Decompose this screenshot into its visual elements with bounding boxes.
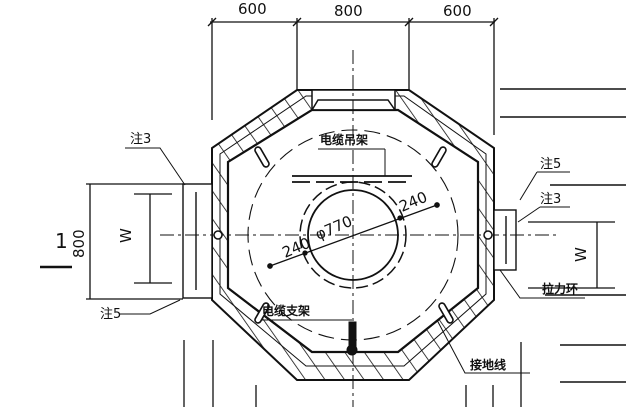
label-grounding-wire: 接地线: [470, 357, 506, 372]
left-dimension: [86, 183, 183, 300]
dim-left-height: 800: [70, 229, 88, 258]
dim-top-right: 600: [443, 2, 472, 20]
right-reference-lines: [500, 88, 626, 383]
label-note5-left: 注5: [100, 307, 121, 322]
dim-top-middle: 800: [334, 2, 363, 20]
right-dimension: [528, 221, 615, 289]
cable-hanger: [292, 148, 412, 183]
right-opening: [493, 209, 517, 271]
dim-left-opening: W: [117, 228, 135, 243]
label-note5-right: 注5: [540, 157, 561, 172]
top-dimension: [207, 17, 499, 135]
grounding-points: [213, 230, 493, 356]
center-lines: [160, 50, 560, 407]
cable-brackets: [254, 146, 454, 324]
bottom-reference-lines: [183, 340, 522, 407]
note-leaders: [120, 147, 585, 374]
left-opening: [182, 183, 213, 299]
label-note3-left: 注3: [130, 132, 151, 147]
label-cable-bracket: 电缆支架: [262, 303, 310, 318]
section-mark-number: 1: [55, 229, 68, 253]
circle-diameter-dimension: [267, 202, 440, 269]
label-pulling-ring: 拉力环: [542, 281, 578, 296]
dim-top-left: 600: [238, 0, 267, 18]
label-cable-hanger: 电缆吊架: [320, 132, 368, 147]
label-note3-right: 注3: [540, 192, 561, 207]
dim-right-opening: W: [572, 247, 590, 262]
